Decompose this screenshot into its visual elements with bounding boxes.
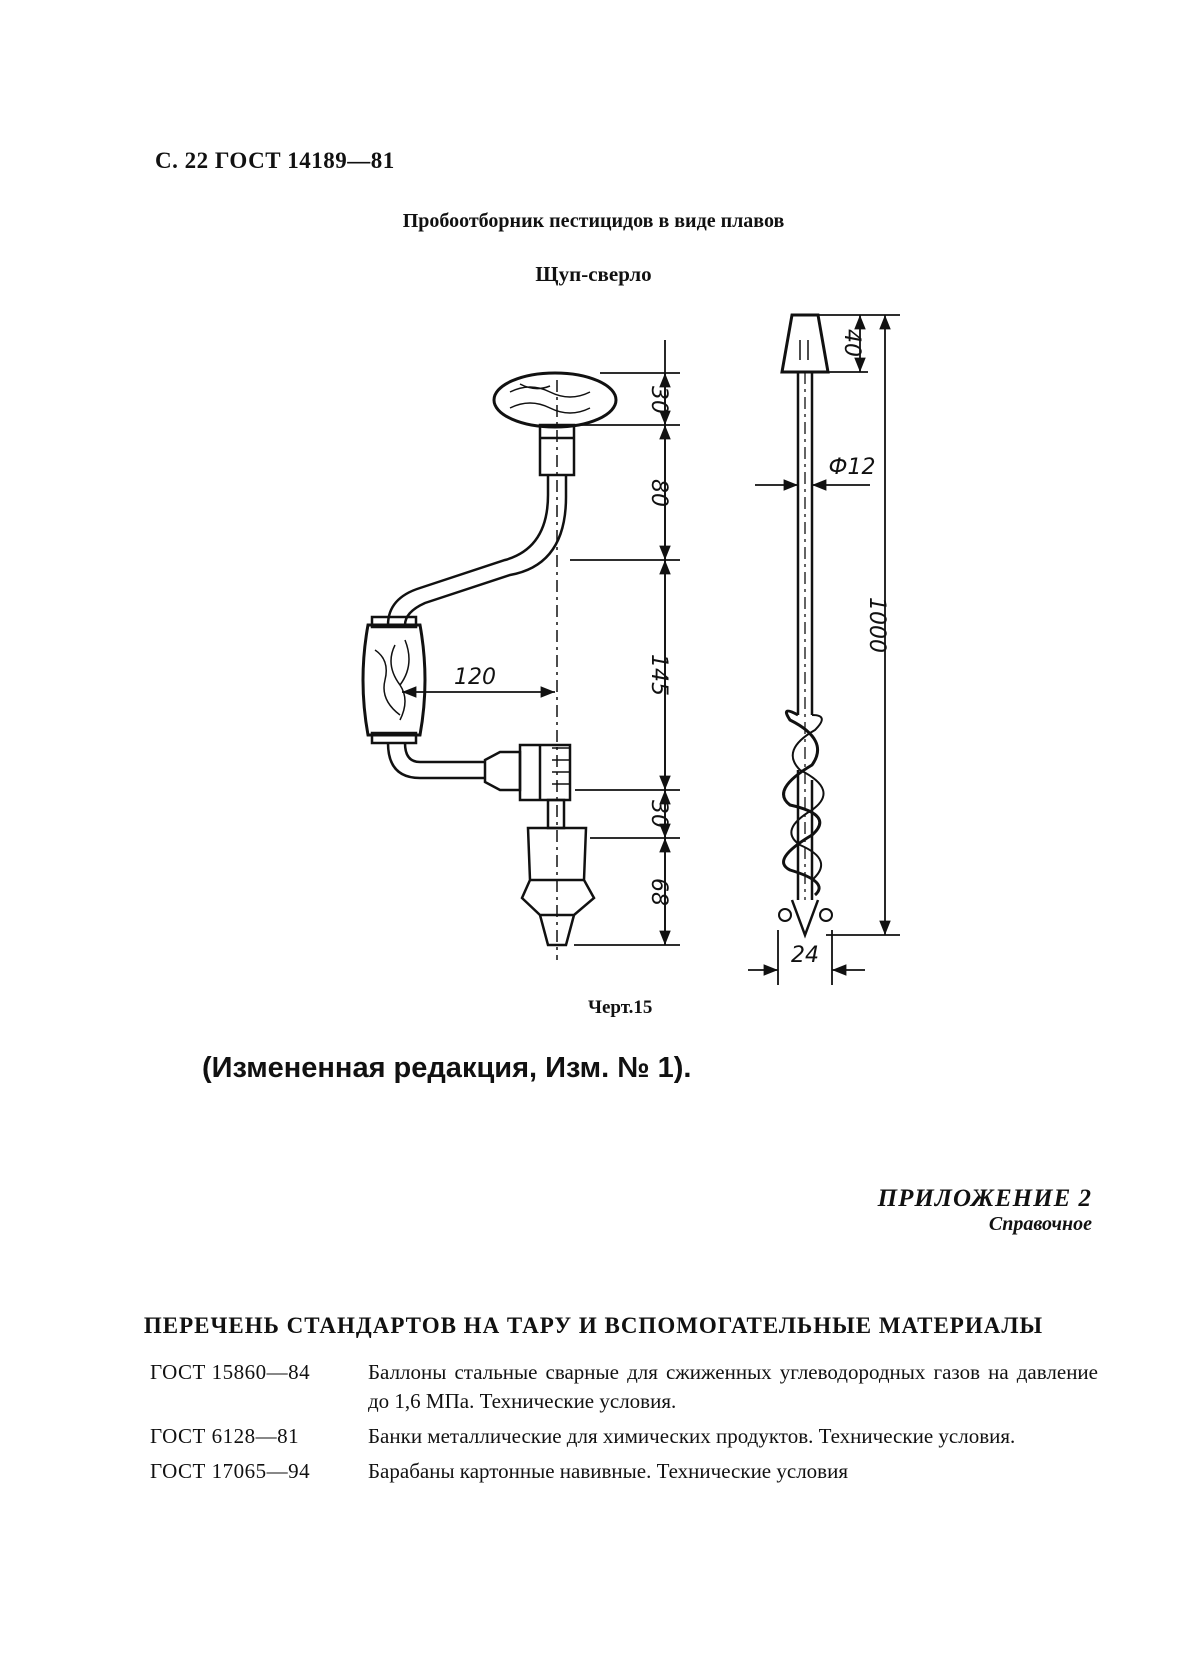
dim-diameter-12: Ф12 bbox=[829, 455, 876, 480]
dim-24: 24 bbox=[791, 943, 819, 968]
standards-table: ГОСТ 15860—84 Баллоны стальные сварные д… bbox=[150, 1358, 1098, 1492]
probe-dimension-labels: 40 Ф12 1000 24 bbox=[791, 329, 889, 968]
page-header: С. 22 ГОСТ 14189—81 bbox=[155, 148, 395, 173]
brace-dimensions bbox=[402, 340, 680, 946]
dim-30-bottom: 30 bbox=[646, 800, 671, 828]
dim-1000: 1000 bbox=[864, 597, 889, 653]
appendix-title: ПРИЛОЖЕНИЕ 2 bbox=[877, 1185, 1092, 1212]
standard-description: Банки металлические для химических проду… bbox=[368, 1424, 1016, 1448]
figure-subtitle: Щуп-сверло bbox=[535, 262, 652, 286]
dim-40: 40 bbox=[839, 329, 864, 357]
standard-row: ГОСТ 6128—81 Банки металлические для хим… bbox=[150, 1422, 1098, 1457]
brace-drill-drawing bbox=[361, 371, 618, 960]
standard-code: ГОСТ 17065—94 bbox=[150, 1459, 311, 1483]
standard-code: ГОСТ 15860—84 bbox=[150, 1360, 311, 1384]
dim-145: 145 bbox=[646, 654, 671, 696]
standard-code: ГОСТ 6128—81 bbox=[150, 1424, 300, 1448]
standard-description: Барабаны картонные навивные. Технические… bbox=[368, 1459, 848, 1483]
standard-row: ГОСТ 17065—94 Барабаны картонные навивны… bbox=[150, 1457, 1098, 1492]
appendix-subtitle: Справочное bbox=[988, 1213, 1092, 1235]
standard-row: ГОСТ 15860—84 Баллоны стальные сварные д… bbox=[150, 1358, 1098, 1422]
standard-description: Баллоны стальные сварные для сжиженных у… bbox=[368, 1360, 1098, 1413]
dim-30-top: 30 bbox=[646, 386, 671, 414]
probe-dimensions bbox=[748, 314, 900, 985]
dim-80: 80 bbox=[646, 479, 671, 507]
probe-drill-drawing bbox=[778, 313, 833, 939]
dim-68: 68 bbox=[646, 878, 671, 906]
standards-list-title: ПЕРЕЧЕНЬ СТАНДАРТОВ НА ТАРУ И ВСПОМОГАТЕ… bbox=[143, 1313, 1044, 1338]
edit-note: (Измененная редакция, Изм. № 1). bbox=[202, 1052, 692, 1084]
figure-title: Пробоотборник пестицидов в виде плавов bbox=[402, 210, 785, 232]
technical-drawing: 30 80 145 30 68 120 bbox=[361, 313, 900, 985]
figure-caption: Черт.15 bbox=[588, 997, 653, 1018]
dim-120: 120 bbox=[454, 665, 496, 690]
appendix-heading: ПРИЛОЖЕНИЕ 2 Справочное bbox=[878, 1185, 1092, 1236]
brace-dimension-labels: 30 80 145 30 68 120 bbox=[454, 386, 671, 906]
